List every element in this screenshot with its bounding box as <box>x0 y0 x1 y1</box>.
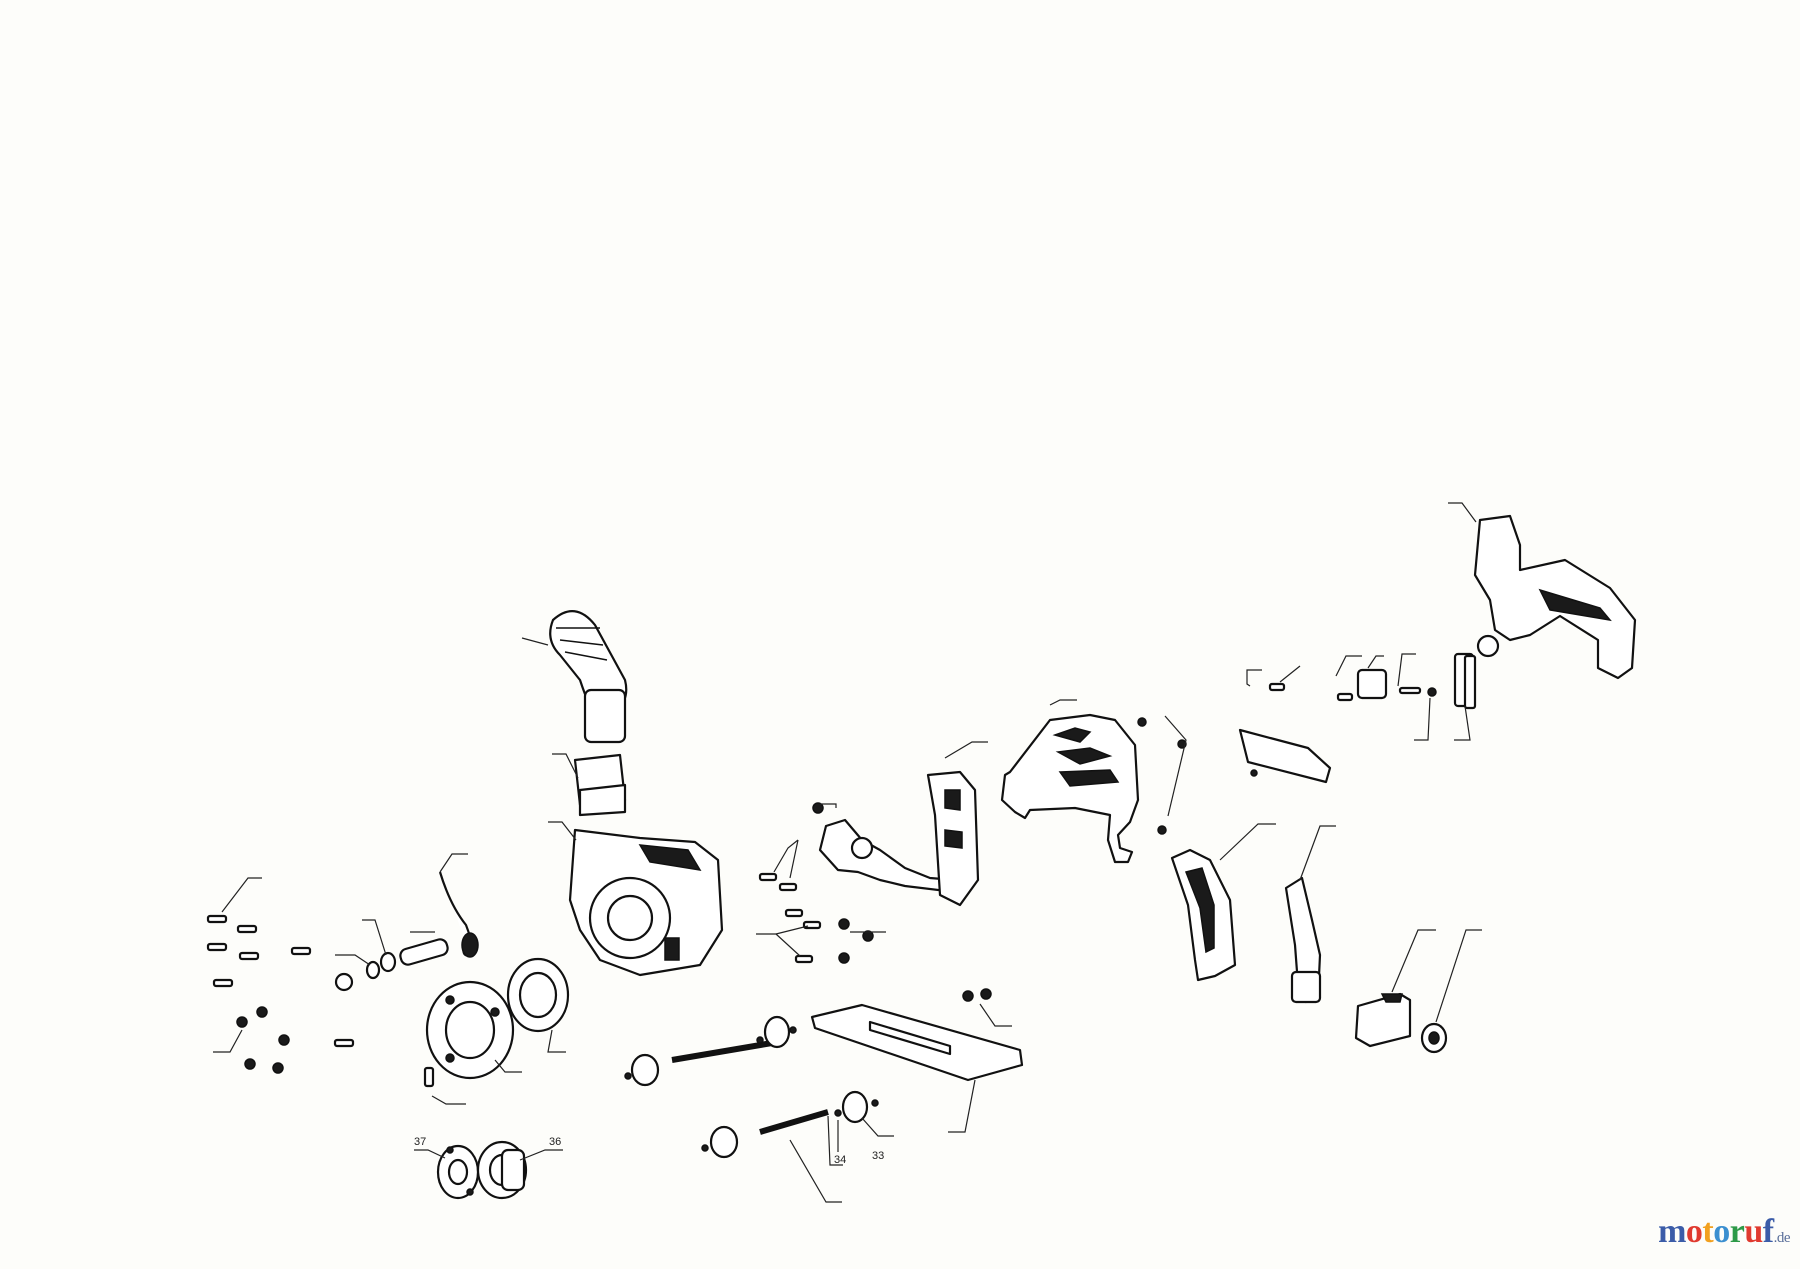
elbow-hose-part <box>521 610 628 744</box>
handle-frame-part <box>1000 699 1187 864</box>
dust-adapter-part <box>552 753 627 817</box>
upper-axle-roller-part <box>624 1015 797 1087</box>
lock-latch-parts <box>1238 652 1477 784</box>
base-plate-part <box>810 1003 1024 1133</box>
blade-guard-housing-part <box>548 821 724 977</box>
curved-guide-right-part <box>1284 825 1336 1004</box>
motoruf-watermark-logo: motoruf.de <box>1658 1213 1790 1251</box>
mid-screw-set-part <box>756 802 1012 1027</box>
motor-housing-part <box>1448 502 1637 680</box>
pin-and-washers-part <box>334 919 449 992</box>
watermark-tld: .de <box>1773 1230 1791 1246</box>
watermark-letter: u <box>1744 1213 1763 1250</box>
callout-label-36: 36 <box>549 1136 561 1148</box>
screw-set-part <box>206 877 466 1105</box>
watermark-letter: o <box>1713 1213 1730 1250</box>
outer-bushing-part: 36 <box>476 1136 563 1200</box>
torsion-spring-part <box>438 853 479 958</box>
lower-axle-roller-part: 34 33 <box>701 1090 894 1203</box>
sealing-ring-part <box>506 957 570 1053</box>
hand-grip-part <box>1354 929 1436 1048</box>
watermark-letter: m <box>1658 1213 1686 1250</box>
callout-label-37: 37 <box>414 1136 426 1148</box>
watermark-letter: f <box>1762 1213 1774 1250</box>
locking-knob-part <box>1420 929 1482 1054</box>
callout-label-34: 34 <box>834 1154 846 1166</box>
flange-plate-part <box>425 980 522 1080</box>
watermark-letter: t <box>1702 1213 1714 1250</box>
callout-label-33: 33 <box>872 1150 884 1162</box>
curved-guide-left-part <box>1170 823 1276 982</box>
watermark-letter: r <box>1729 1213 1745 1250</box>
inner-flange-part: 37 <box>414 1136 480 1200</box>
watermark-letter: o <box>1685 1213 1703 1250</box>
side-cover-part <box>818 741 988 907</box>
